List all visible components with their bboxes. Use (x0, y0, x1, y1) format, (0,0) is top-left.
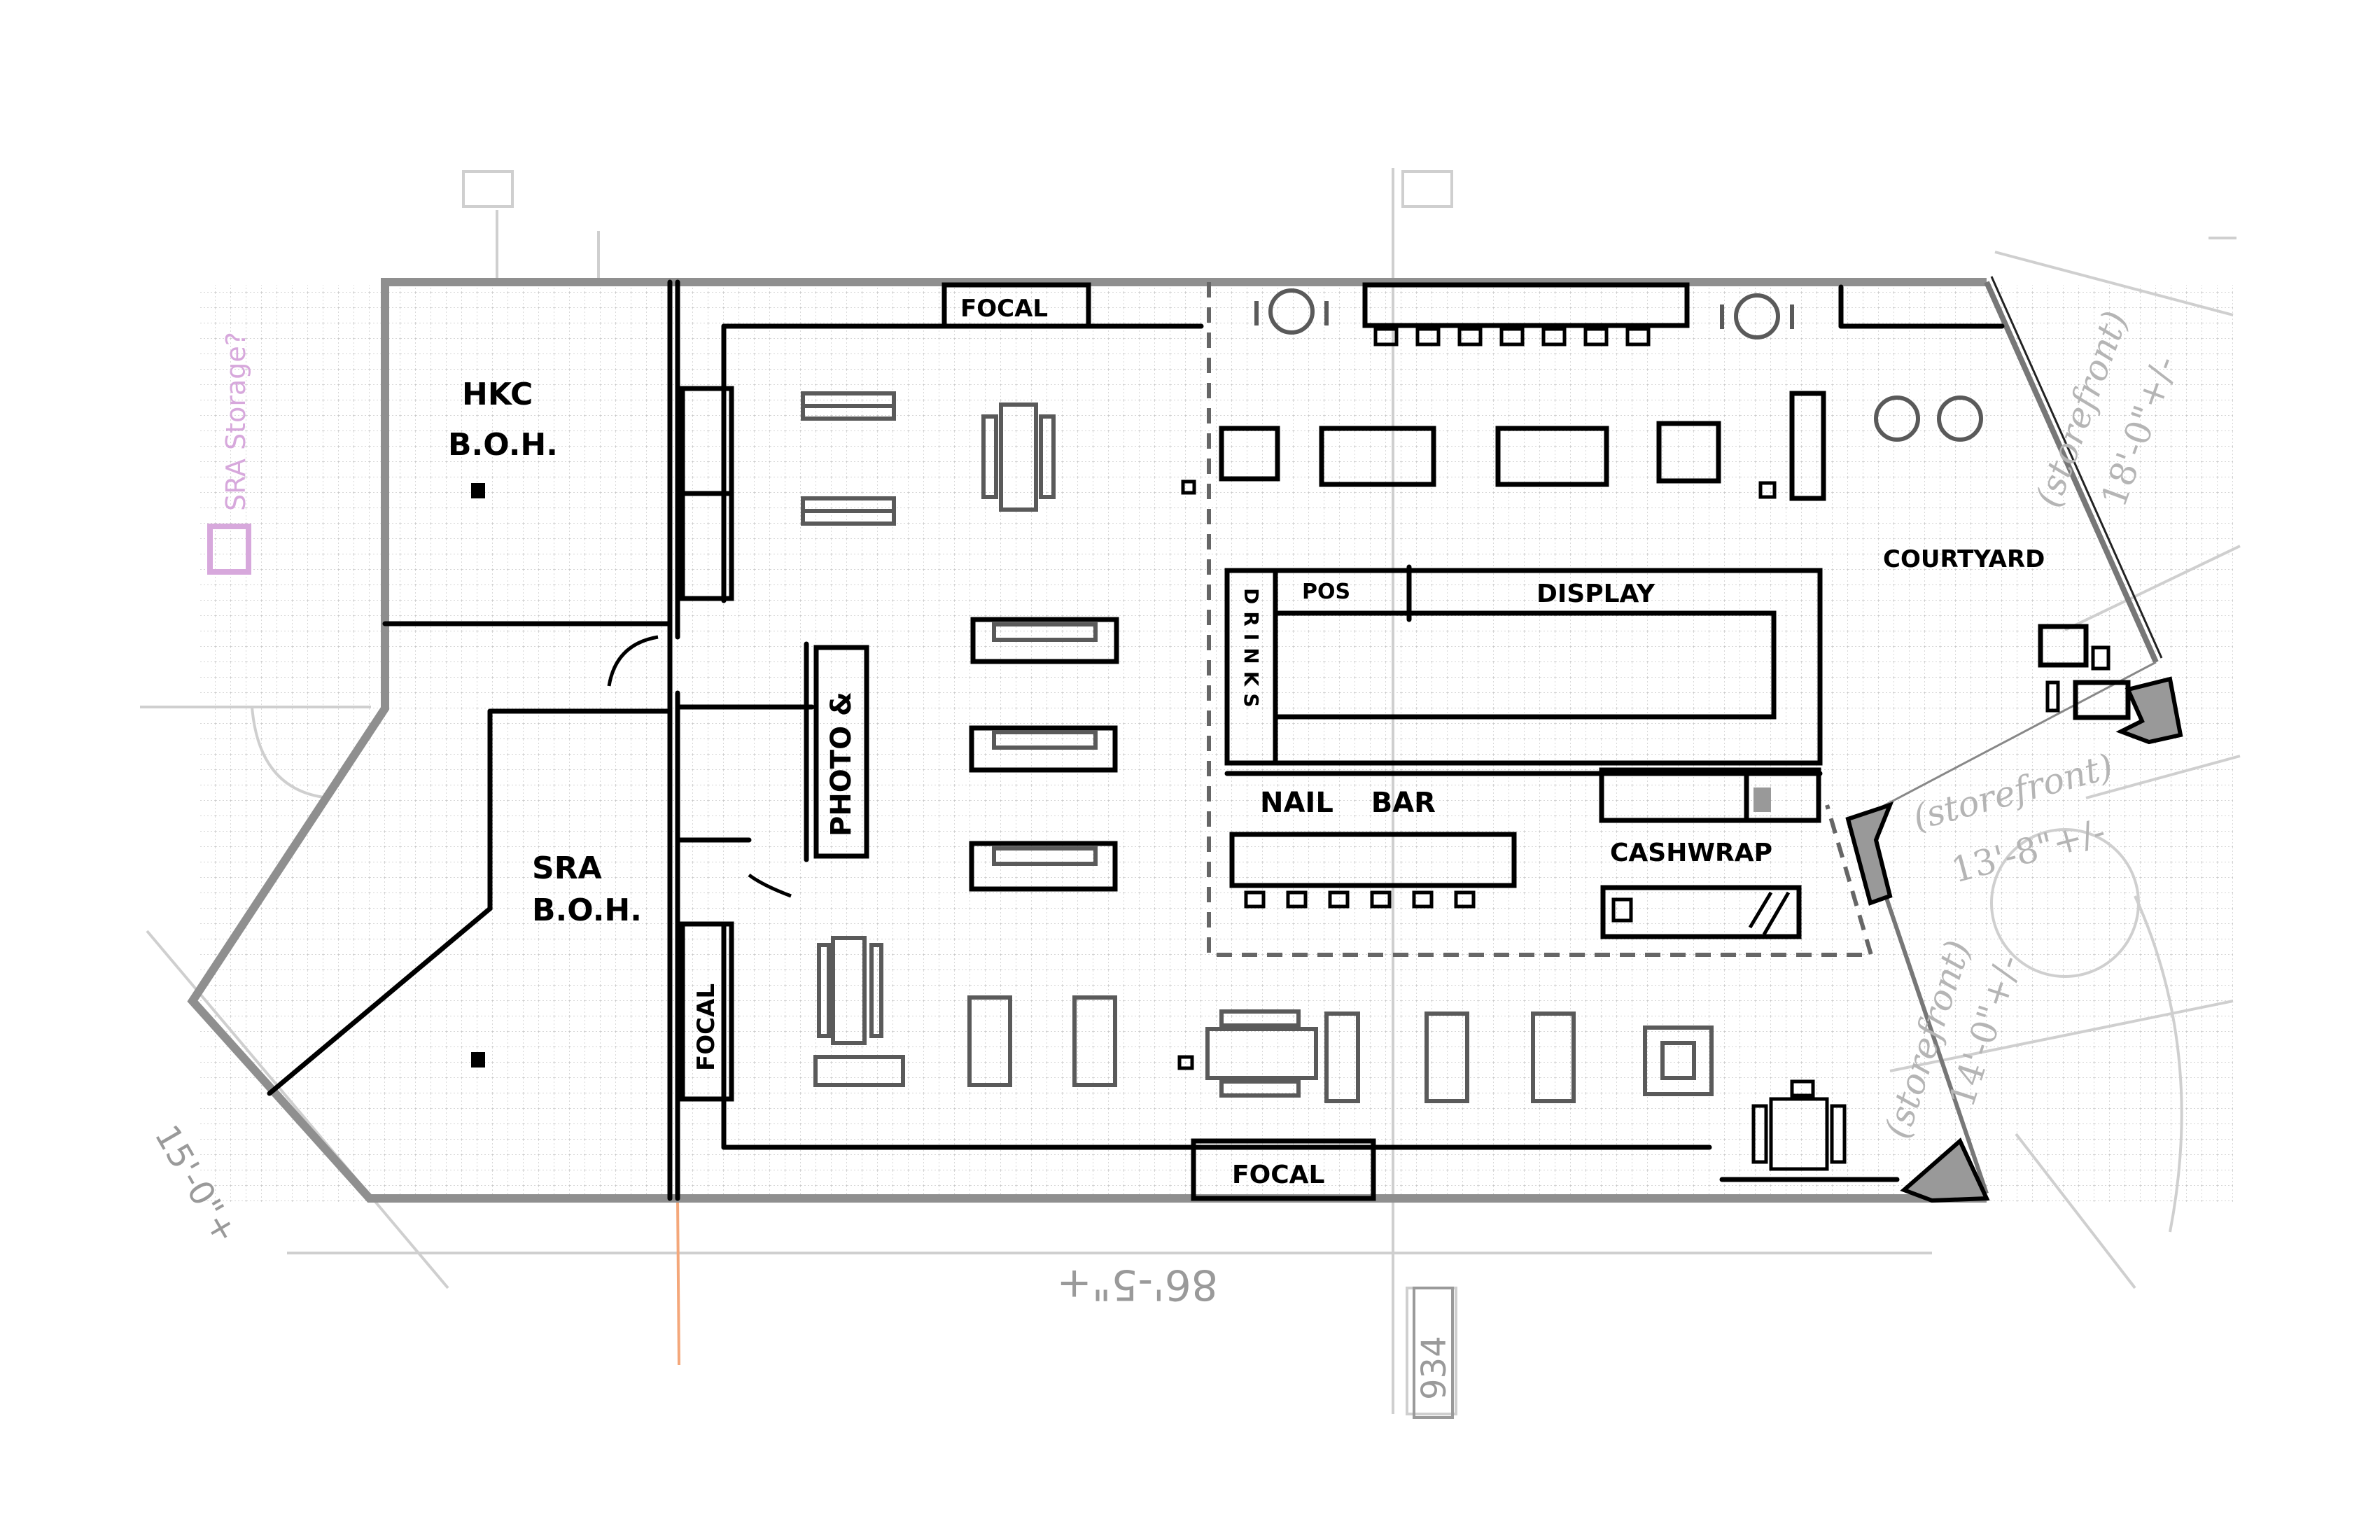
storefront-pier-bottom (1900, 1138, 1990, 1203)
sra-storage-box (207, 524, 251, 575)
site-context (140, 168, 2241, 1415)
overall-length-dimension: 86'-5"+ (1056, 1260, 1218, 1309)
storefront-pier-middle (1845, 802, 1894, 906)
sra-storage-note: SRA Storage? (220, 332, 251, 511)
focal-top-label: FOCAL (960, 295, 1048, 323)
nail-bar (1229, 832, 1517, 909)
focal-left-label: FOCAL (692, 983, 720, 1071)
focal-left-fixture (680, 921, 734, 1102)
display-counter (1224, 564, 1823, 776)
sra-boh-label: B.O.H. (532, 892, 642, 928)
drinks-label: DRINKS (1240, 588, 1263, 715)
orange-reference-line (676, 1198, 680, 1366)
photo-fixture (813, 645, 869, 859)
nail-bar-label: NAIL BAR (1260, 787, 1436, 819)
photo-label: PHOTO & (825, 692, 858, 836)
display-label: DISPLAY (1536, 580, 1656, 608)
cashwrap (1599, 767, 1821, 939)
furniture-top-right (1219, 282, 2131, 720)
interior-walls (267, 279, 2005, 1201)
storefront-pier-right (2115, 676, 2183, 745)
focal-bottom-label: FOCAL (1232, 1161, 1324, 1189)
dashed-zone-boundary (1207, 282, 1875, 957)
grid-ref-box (1413, 1287, 1454, 1419)
hkc-label: HKC (462, 377, 533, 412)
hkc-boh-label: B.O.H. (448, 427, 558, 463)
pos-label: POS (1302, 580, 1350, 604)
sra-label: SRA (532, 850, 602, 886)
furniture-left (801, 391, 1847, 1171)
courtyard-label: COURTYARD (1883, 545, 2045, 573)
focal-top-fixture (941, 282, 1091, 329)
cashwrap-label: CASHWRAP (1610, 839, 1772, 867)
exterior-walls (187, 276, 2183, 1203)
column-marker (471, 1052, 485, 1068)
focal-bottom-fixture (1191, 1138, 1376, 1201)
grid-ref-number: 934 (1415, 1336, 1454, 1400)
column-marker (471, 483, 485, 498)
